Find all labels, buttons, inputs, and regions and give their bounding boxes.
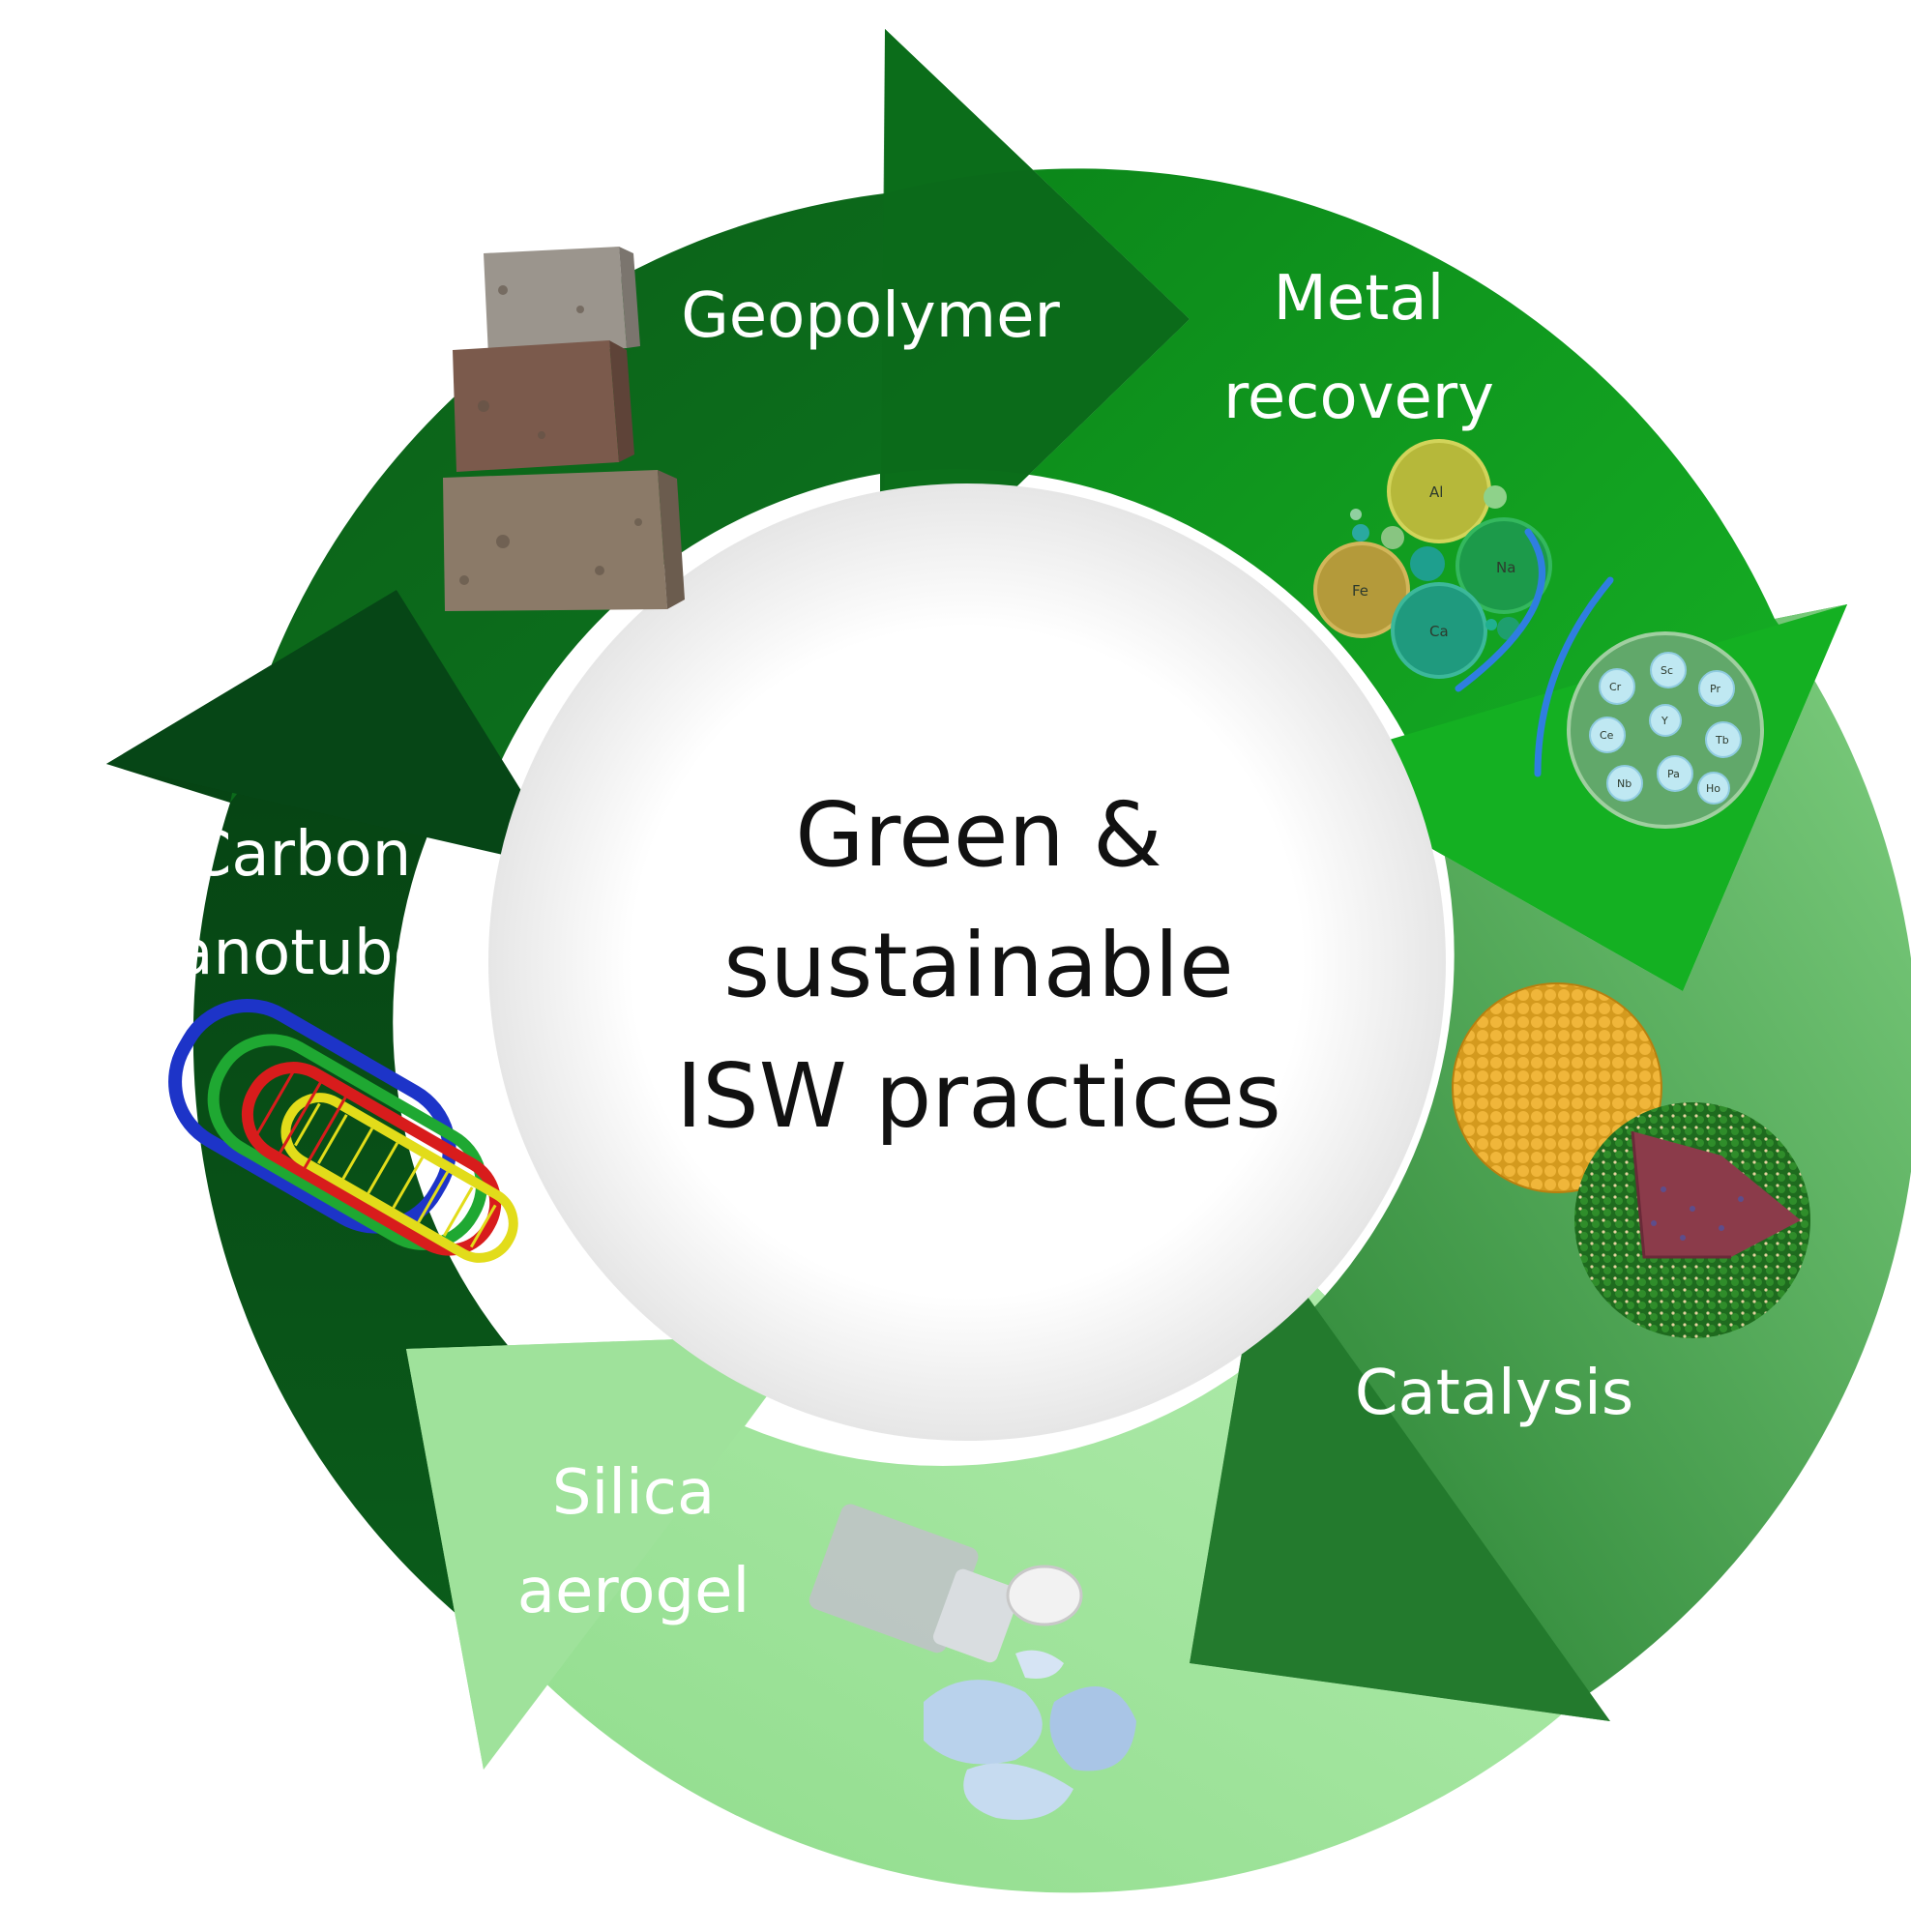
re-ce: Ce [1600,729,1614,742]
center-title-line1: Green & [795,783,1162,887]
coreshell-cutaway [1632,1131,1801,1257]
nanotube-illustration [168,999,518,1263]
membrane-left [1455,528,1545,692]
aerogel-flake-1 [924,1680,1043,1765]
glass-bottle [808,1504,979,1654]
nanotube-red [241,1062,502,1256]
center-title-line2: sustainable [723,914,1233,1017]
label-metal-recovery-line1: Metal [1274,263,1445,335]
aerogel-flake-3 [963,1763,1073,1820]
label-carbon-nanotubes-line2: nanotubes [136,918,464,989]
nanotube-green [207,1034,488,1250]
re-pr: Pr [1710,683,1720,695]
center-disk [488,483,1446,1441]
re-sc: Sc [1661,664,1673,677]
metal-bubbles-illustration: Al Na Fe Ca Cr Sc Pr Ce Y Tb Nb Pa Ho [1313,439,1764,829]
bubble-fe-label: Fe [1352,582,1368,600]
aerogel-flake-2 [1049,1686,1136,1771]
label-metal-recovery-line2: recovery [1223,362,1494,433]
arrowhead-geopolymer [880,29,1190,619]
re-y: Y [1661,715,1668,727]
re-ho: Ho [1706,782,1720,795]
bubble-ca-label: Ca [1429,623,1449,640]
label-catalysis: Catalysis [1355,1358,1633,1429]
arrowhead-silica-aerogel [406,1334,812,1770]
re-tb: Tb [1715,734,1729,746]
center-title-line3: ISW practices [676,1044,1281,1148]
nanoparticles-illustration [1452,982,1810,1338]
bricks-illustration [443,247,685,611]
bubble-ca [1391,582,1487,679]
label-silica-aerogel-line2: aerogel [517,1556,750,1627]
re-cr: Cr [1609,681,1622,693]
label-carbon-nanotubes-line1: Carbon [189,819,412,891]
nanotube-yellow [280,1093,518,1263]
aerogel-illustration [808,1504,1136,1820]
arrowhead-carbon-nanotubes [106,590,571,870]
bubble-na [1455,517,1552,614]
arrowhead-catalysis [1190,1233,1610,1721]
label-silica-aerogel-line1: Silica [552,1457,715,1529]
label-geopolymer: Geopolymer [681,280,1060,352]
bottle-cap [1006,1565,1083,1626]
re-nb: Nb [1617,777,1632,790]
bubble-al-label: Al [1429,483,1443,501]
membrane-right [1534,576,1614,777]
re-pa: Pa [1667,768,1680,780]
bubble-na-label: Na [1496,559,1515,576]
bubble-fe [1313,542,1410,638]
